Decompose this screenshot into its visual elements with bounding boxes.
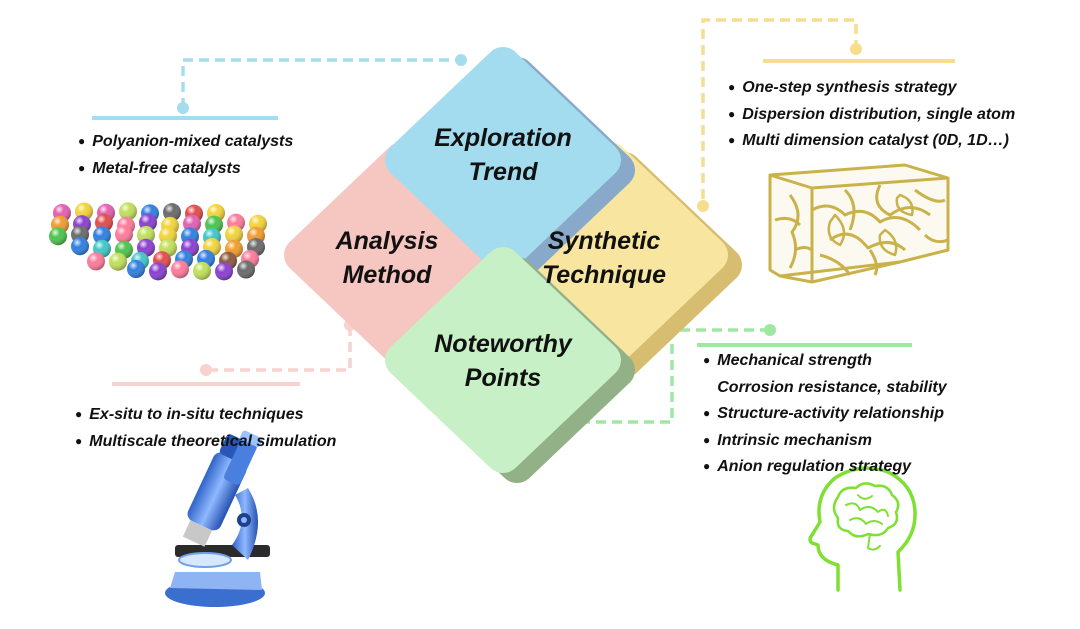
sphere-shade — [193, 261, 211, 280]
sphere-shade — [237, 260, 255, 279]
brain-head-icon — [808, 466, 917, 592]
exploration-items: Polyanion-mixed catalysts Metal-free cat… — [78, 129, 293, 182]
connector-synthetic — [697, 18, 955, 212]
sphere-shade — [115, 225, 133, 244]
center-diamonds — [284, 47, 742, 483]
diamond-noteworthy — [385, 247, 635, 483]
foam-network-icon — [768, 163, 950, 284]
microscope-icon — [165, 430, 270, 607]
connector-analysis — [112, 319, 356, 386]
list-item: Anion regulation strategy — [703, 454, 947, 481]
list-item: Polyanion-mixed catalysts — [78, 129, 293, 156]
sphere-shade — [225, 225, 243, 244]
label-synthetic-line1: Synthetic — [547, 227, 661, 255]
list-item: Mechanical strength — [703, 348, 947, 375]
sphere-shade — [119, 202, 137, 221]
sphere-shade — [149, 262, 167, 281]
label-synthetic-technique: Synthetic Technique — [526, 224, 682, 292]
list-item: Ex-situ to in-situ techniques — [75, 402, 336, 429]
label-exploration-line2: Trend — [468, 158, 538, 186]
label-exploration-trend: Exploration Trend — [425, 121, 581, 189]
label-noteworthy-line2: Points — [464, 364, 542, 392]
sphere-shade — [49, 227, 67, 246]
sphere-shade — [171, 260, 189, 279]
list-item: Intrinsic mechanism — [703, 428, 947, 455]
synthetic-items: One-step synthesis strategy Dispersion d… — [728, 75, 1015, 155]
list-item: Dispersion distribution, single atom — [728, 102, 1015, 129]
sphere-shade — [87, 252, 105, 271]
list-item: Structure-activity relationship — [703, 401, 947, 428]
analysis-items: Ex-situ to in-situ techniques Multiscale… — [75, 402, 336, 455]
sphere-shade — [93, 226, 111, 245]
list-item-continuation: Corrosion resistance, stability — [717, 378, 947, 396]
connector-exploration — [92, 54, 467, 120]
label-exploration-line1: Exploration — [434, 124, 572, 152]
label-analysis-line1: Analysis — [335, 227, 439, 255]
sphere-shade — [71, 237, 89, 256]
sphere-shade — [163, 203, 181, 222]
label-noteworthy-line1: Noteworthy — [434, 330, 572, 358]
label-synthetic-line2: Technique — [541, 261, 667, 289]
label-noteworthy-points: Noteworthy Points — [420, 327, 586, 395]
label-analysis-method: Analysis Method — [318, 224, 456, 292]
noteworthy-items: Mechanical strength Corrosion resistance… — [703, 348, 947, 481]
list-item: One-step synthesis strategy — [728, 75, 1015, 102]
sphere-shade — [127, 260, 145, 279]
sphere-shade — [109, 252, 127, 271]
list-item: Metal-free catalysts — [78, 156, 293, 183]
list-item: Multiscale theoretical simulation — [75, 429, 336, 456]
list-item: Multi dimension catalyst (0D, 1D…) — [728, 128, 1015, 155]
label-analysis-line2: Method — [342, 261, 432, 289]
sphere-shade — [215, 262, 233, 281]
spheres-icon — [49, 202, 267, 281]
sphere-shade — [137, 225, 155, 244]
